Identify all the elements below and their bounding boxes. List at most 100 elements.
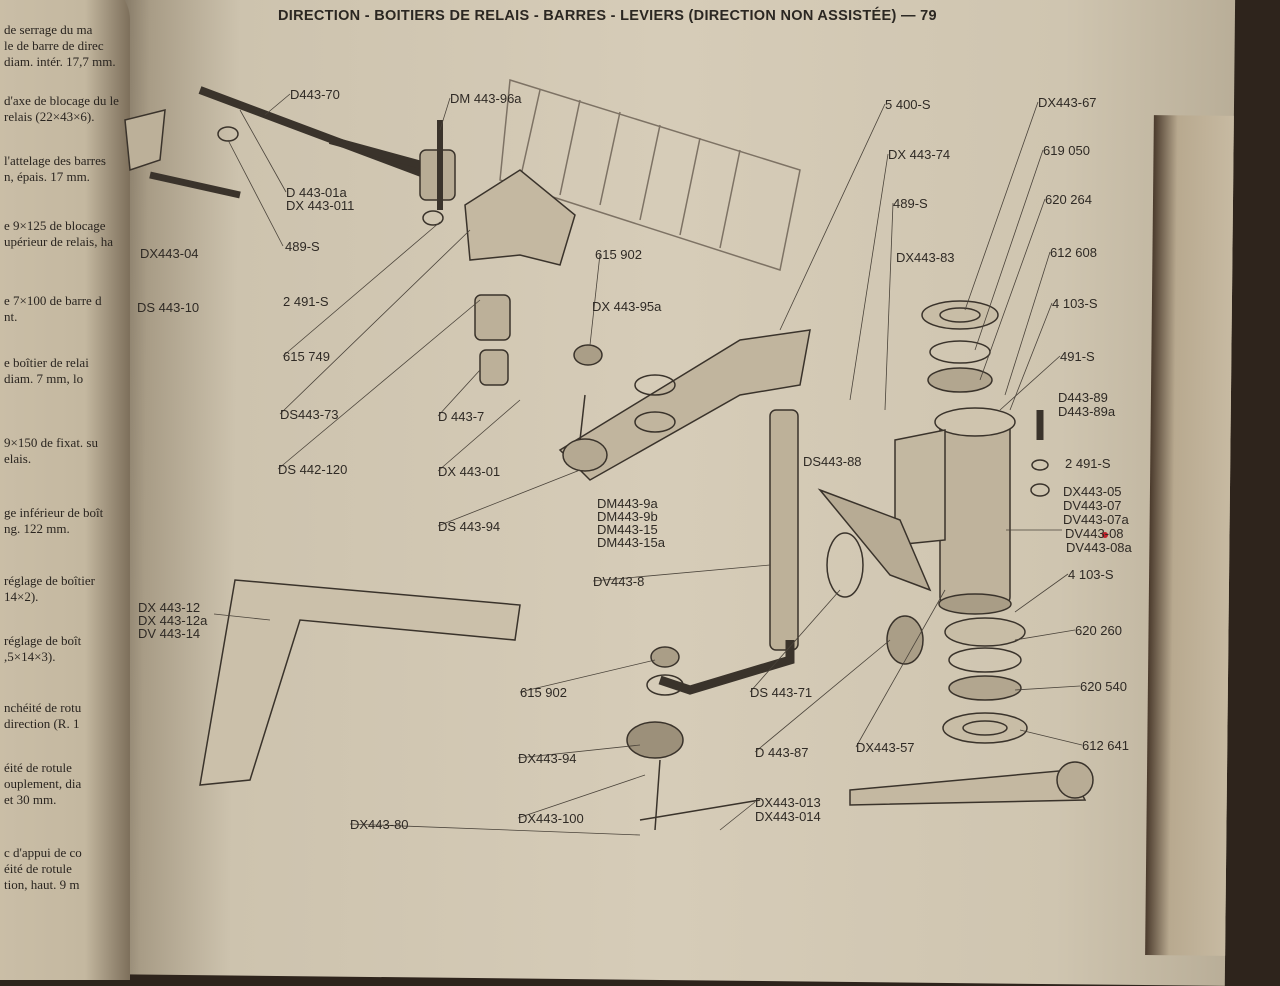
left-page-line: réglage de boîtier [4, 573, 95, 588]
left-page-line: ouplement, dia [4, 776, 82, 791]
part-label: 615 902 [595, 247, 642, 262]
red-marker-dot [1102, 532, 1108, 538]
relay-lever-left [198, 86, 576, 386]
part-label: DX443-83 [896, 250, 955, 265]
part-label: DX443-94 [518, 751, 577, 766]
leader-line [264, 93, 291, 116]
leader-line [519, 659, 656, 693]
part-label: 620 260 [1075, 623, 1122, 638]
left-page-line: le de barre de direc [4, 38, 104, 53]
left-page-line: l'attelage des barres [4, 153, 106, 168]
part-label: DX 443-011 [286, 198, 355, 213]
part-label: 620 540 [1080, 679, 1127, 694]
leader-line [349, 823, 641, 836]
part-label: DX443-67 [1038, 95, 1097, 110]
part-label: 5 400-S [885, 97, 931, 112]
leader-line [437, 469, 581, 527]
left-page [0, 0, 130, 980]
part-label: 615 749 [283, 349, 330, 364]
part-label: DX443-80 [350, 817, 409, 832]
part-label: 612 641 [1082, 738, 1129, 753]
page-header: DIRECTION - BOITIERS DE RELAIS - BARRES … [278, 8, 937, 24]
part-label: DV443-07 [1063, 498, 1122, 513]
left-page-line: n, épais. 17 mm. [4, 169, 90, 184]
leader-line [517, 774, 646, 819]
leader-line [227, 139, 284, 247]
leader-line [279, 229, 471, 415]
left-page-line: ng. 122 mm. [4, 521, 70, 536]
leader-line [282, 221, 441, 357]
part-label: DV443-07a [1063, 512, 1129, 527]
steering-arm [558, 329, 811, 695]
leader-line [437, 369, 481, 417]
part-label: DS 442-120 [278, 462, 348, 477]
left-page-line: nt. [4, 309, 18, 324]
leader-line [979, 198, 1046, 381]
left-page-line: ,5×14×3). [4, 649, 56, 664]
part-label: DS 443-71 [750, 685, 813, 700]
leader-line [437, 399, 521, 472]
left-page-line: diam. 7 mm, lo [4, 371, 84, 386]
left-page-line: 14×2). [4, 589, 39, 604]
leader-lines [213, 93, 1083, 836]
leader-line [779, 103, 886, 331]
part-label: D443-70 [290, 87, 340, 102]
bearing-stack-lower [942, 617, 1028, 744]
leader-line [1009, 302, 1053, 411]
part-label: DX443-100 [518, 811, 584, 826]
left-page-line: 9×150 de fixat. su [4, 435, 98, 450]
leader-line [749, 589, 841, 693]
part-label: DX443-04 [140, 246, 199, 261]
part-label: DS443-73 [280, 407, 339, 422]
part-label: D 443-01a [286, 185, 347, 200]
part-label: D 443-7 [438, 409, 485, 424]
leader-line [277, 299, 481, 470]
left-page-line: relais (22×43×6). [4, 109, 95, 124]
part-label: 491-S [1060, 349, 1095, 364]
left-page-line: d'axe de blocage du le [4, 93, 119, 108]
part-label: DS 443-94 [438, 519, 501, 534]
part-label: DM443-9b [597, 509, 658, 524]
bellows-boot [499, 79, 801, 271]
leader-line [964, 101, 1039, 311]
exploded-parts-drawing [124, 79, 1108, 836]
part-label: DX443-013 [755, 795, 821, 810]
leader-line [439, 97, 451, 131]
part-label: DV443-8 [593, 574, 645, 589]
left-page-line: tion, haut. 9 m [4, 877, 80, 892]
leader-line [855, 589, 946, 748]
part-label: D443-89 [1058, 390, 1108, 405]
part-label: DM 443-96a [450, 91, 522, 106]
left-tie-rod [124, 109, 241, 199]
left-page-line: e boîtier de relai [4, 355, 89, 370]
part-label: DX 443-01 [438, 464, 501, 479]
part-label: DM443-15a [597, 535, 665, 550]
leader-line [1004, 251, 1051, 396]
part-label: 2 491-S [283, 294, 329, 309]
left-page-line: diam. intér. 17,7 mm. [4, 54, 116, 69]
left-page-line: éité de rotule [4, 760, 72, 775]
part-label: DX443-014 [755, 809, 821, 824]
left-page-line: ge inférieur de boît [4, 505, 104, 520]
leader-line [849, 153, 889, 401]
part-label: DX 443-12 [138, 600, 201, 615]
part-label: 620 264 [1045, 192, 1092, 207]
leader-line [517, 744, 641, 759]
part-label: DX 443-95a [592, 299, 662, 314]
leader-line [974, 149, 1044, 351]
ball-joints [562, 394, 1094, 831]
part-label: DS443-88 [803, 454, 862, 469]
part-label: 4 103-S [1068, 567, 1114, 582]
left-page-line: elais. [4, 451, 32, 466]
part-label: 489-S [893, 196, 928, 211]
part-label: DV443-08 [1065, 526, 1124, 541]
part-label: DX443-05 [1063, 484, 1122, 499]
part-label: 612 608 [1050, 245, 1097, 260]
left-page-line: nchéité de rotu [4, 700, 82, 715]
leader-line [754, 639, 891, 753]
left-page-line: direction (R. 1 [4, 716, 80, 731]
left-page-line: e 7×100 de barre d [4, 293, 102, 308]
leader-line [592, 564, 771, 582]
left-page-line: réglage de boît [4, 633, 82, 648]
left-page-line: et 30 mm. [4, 792, 57, 807]
